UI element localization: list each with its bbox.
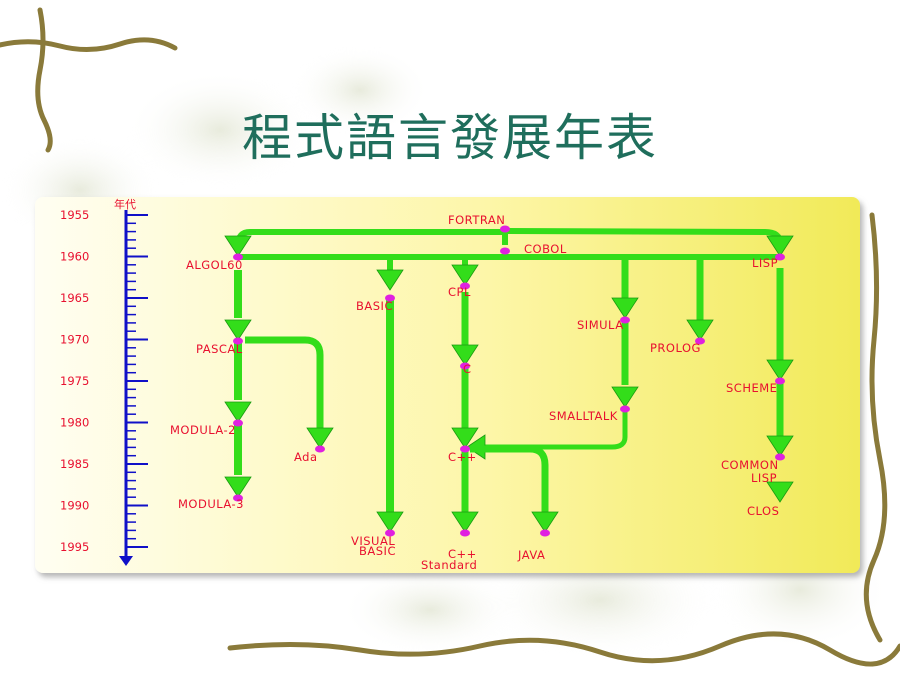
timeline-node [460, 445, 470, 453]
label-simula: SIMULA [577, 318, 624, 332]
slide-title: 程式語言發展年表 [242, 109, 658, 167]
label-cpp: C++ [448, 450, 477, 464]
label-cpl: CPL [448, 285, 471, 299]
label-modula3: MODULA-3 [178, 497, 244, 511]
timeline-node [500, 247, 510, 255]
label-smalltalk: SMALLTALK [549, 409, 618, 423]
arrowhead [531, 511, 559, 533]
arrowhead [611, 386, 639, 408]
label-basic: BASIC [356, 299, 393, 313]
arrowhead [451, 344, 479, 366]
arrowhead [766, 235, 794, 257]
label-scheme: SCHEME [726, 381, 777, 395]
timeline-node [315, 445, 325, 453]
arrowhead [376, 269, 404, 291]
arrowhead [376, 511, 404, 533]
timeline-node [385, 529, 395, 537]
timeline-node [500, 225, 510, 233]
arrowhead [224, 235, 252, 257]
arrowhead [451, 427, 479, 449]
label-modula2: MODULA-2 [170, 423, 236, 437]
year-label: 1960 [60, 250, 89, 264]
timeline-node [620, 405, 630, 413]
arrowhead [766, 481, 794, 503]
timeline-node [233, 419, 243, 427]
label-lisp: LISP [752, 256, 778, 270]
connector-line [245, 336, 324, 428]
arrowhead [686, 319, 714, 341]
label-cobol: COBOL [524, 242, 567, 256]
label-fortran: FORTRAN [448, 213, 505, 227]
arrowhead [451, 511, 479, 533]
timeline-node [460, 282, 470, 290]
label-common-lisp-line1: COMMON [721, 458, 779, 472]
arrowhead [224, 476, 252, 498]
year-label: 1980 [60, 416, 89, 430]
timeline-node [540, 529, 550, 537]
connector-line [470, 445, 549, 512]
label-common-lisp-line2: LISP [751, 471, 777, 485]
language-labels: FORTRAN COBOL ALGOL60 LISP BASIC CPL SIM… [170, 213, 779, 572]
label-clos: CLOS [747, 504, 779, 518]
label-algol60: ALGOL60 [186, 258, 243, 272]
label-visual-basic-line1: VISUAL [351, 534, 395, 548]
label-prolog: PROLOG [650, 341, 701, 355]
label-java: JAVA [517, 548, 545, 562]
label-pascal: PASCAL [196, 342, 243, 356]
connector-line [485, 410, 628, 450]
axis-title: 年代 [114, 197, 136, 211]
year-label: 1990 [60, 499, 89, 513]
label-c: C [463, 362, 472, 376]
label-cpp-standard-line1: C++ [448, 547, 477, 561]
connector-arrows [224, 228, 794, 533]
timeline-node [620, 316, 630, 324]
year-label: 1985 [60, 457, 89, 471]
timeline-node [775, 453, 785, 461]
year-label: 1955 [60, 208, 89, 222]
vine-decoration [0, 7, 900, 667]
axis-year-labels: 1955 1960 1965 1970 1975 1980 1985 1990 1995 [60, 208, 89, 554]
timeline-node [460, 529, 470, 537]
arrowhead [306, 427, 334, 449]
label-visual-basic-line2: BASIC [359, 544, 396, 558]
timeline-node [695, 337, 705, 345]
axis-ticks [126, 214, 148, 548]
year-label: 1975 [60, 374, 89, 388]
timeline-node [460, 362, 470, 370]
label-cpp-standard-line2: Standard [421, 558, 477, 572]
label-ada: Ada [294, 450, 318, 464]
timeline-node [233, 337, 243, 345]
timeline-node [385, 294, 395, 302]
year-label: 1965 [60, 291, 89, 305]
arrowhead [766, 359, 794, 381]
axis-arrowhead [119, 556, 133, 566]
year-label: 1995 [60, 540, 89, 554]
timeline-node [233, 253, 243, 261]
arrowhead [611, 297, 639, 319]
year-axis: 年代 1955 1960 1965 1970 1975 1980 1985 1990 1995 [60, 197, 148, 566]
year-label: 1970 [60, 333, 89, 347]
timeline-node [775, 377, 785, 385]
language-nodes [233, 225, 785, 537]
timeline-node [233, 494, 243, 502]
timeline-node [775, 253, 785, 261]
arrowhead [224, 319, 252, 341]
arrowhead [766, 435, 794, 457]
arrowhead [451, 264, 479, 286]
arrowhead [224, 401, 252, 423]
